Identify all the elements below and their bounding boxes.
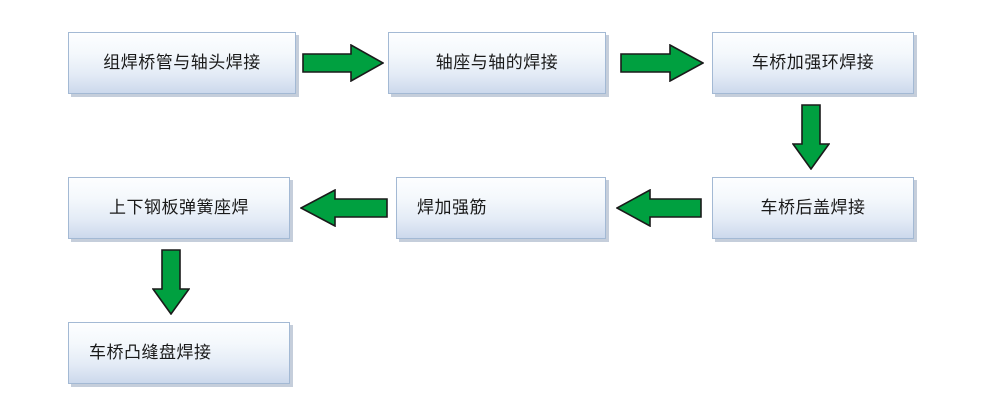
process-node-label: 上下钢板弹簧座焊	[109, 197, 249, 218]
process-node-label: 焊加强筋	[417, 197, 487, 218]
process-node-label: 车桥凸缝盘焊接	[89, 342, 212, 363]
process-node-n6: 上下钢板弹簧座焊	[68, 177, 290, 239]
flow-arrow-down-a3	[792, 104, 830, 170]
process-node-label: 轴座与轴的焊接	[435, 52, 559, 73]
process-node-label: 组焊桥管与轴头焊接	[103, 52, 261, 73]
process-node-n5: 焊加强筋	[396, 177, 606, 239]
process-node-n4: 车桥后盖焊接	[712, 177, 914, 239]
flow-arrow-left-a4	[616, 189, 702, 227]
process-node-n7: 车桥凸缝盘焊接	[68, 322, 290, 384]
process-node-n1: 组焊桥管与轴头焊接	[68, 32, 296, 94]
process-node-label: 车桥后盖焊接	[760, 197, 866, 218]
flow-arrow-left-a5	[300, 189, 388, 227]
flow-arrow-right-a1	[302, 44, 384, 82]
flow-arrow-down-a6	[152, 249, 190, 315]
process-node-label: 车桥加强环焊接	[751, 52, 875, 73]
process-node-n3: 车桥加强环焊接	[712, 32, 914, 94]
flow-arrow-right-a2	[620, 44, 704, 82]
process-node-n2: 轴座与轴的焊接	[388, 32, 606, 94]
